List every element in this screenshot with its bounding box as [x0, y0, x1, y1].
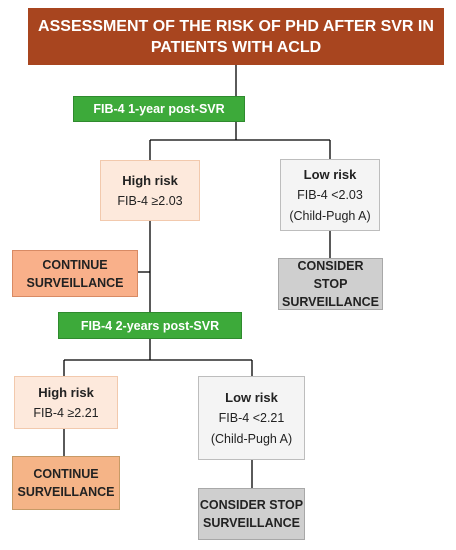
- decision-fib4-1-year: FIB-4 1-year post-SVR: [73, 96, 245, 122]
- flowchart-title: ASSESSMENT OF THE RISK OF PHD AFTER SVR …: [28, 8, 444, 65]
- low-risk-heading: Low risk: [303, 166, 357, 182]
- low-risk-box-2: Low risk FIB-4 <2.21 (Child-Pugh A): [198, 376, 305, 460]
- low-risk-note: (Child-Pugh A): [289, 208, 371, 223]
- low-risk-criterion: FIB-4 <2.03: [297, 187, 363, 202]
- high-risk-criterion: FIB-4 ≥2.21: [33, 405, 99, 420]
- continue-surveillance-box-1: CONTINUE SURVEILLANCE: [12, 250, 138, 297]
- low-risk-heading: Low risk: [225, 389, 278, 405]
- high-risk-heading: High risk: [122, 172, 178, 188]
- consider-stop-box-2: CONSIDER STOP SURVEILLANCE: [198, 488, 305, 540]
- low-risk-box-1: Low risk FIB-4 <2.03 (Child-Pugh A): [280, 159, 380, 231]
- continue-surveillance-box-2: CONTINUE SURVEILLANCE: [12, 456, 120, 510]
- high-risk-criterion: FIB-4 ≥2.03: [117, 193, 183, 208]
- high-risk-heading: High risk: [38, 384, 94, 400]
- low-risk-criterion: FIB-4 <2.21: [218, 410, 285, 425]
- high-risk-box-1: High risk FIB-4 ≥2.03: [100, 160, 200, 221]
- high-risk-box-2: High risk FIB-4 ≥2.21: [14, 376, 118, 429]
- low-risk-note: (Child-Pugh A): [210, 431, 293, 446]
- consider-stop-box-1: CONSIDER STOP SURVEILLANCE: [278, 258, 383, 310]
- decision-fib4-2-years: FIB-4 2-years post-SVR: [58, 312, 242, 339]
